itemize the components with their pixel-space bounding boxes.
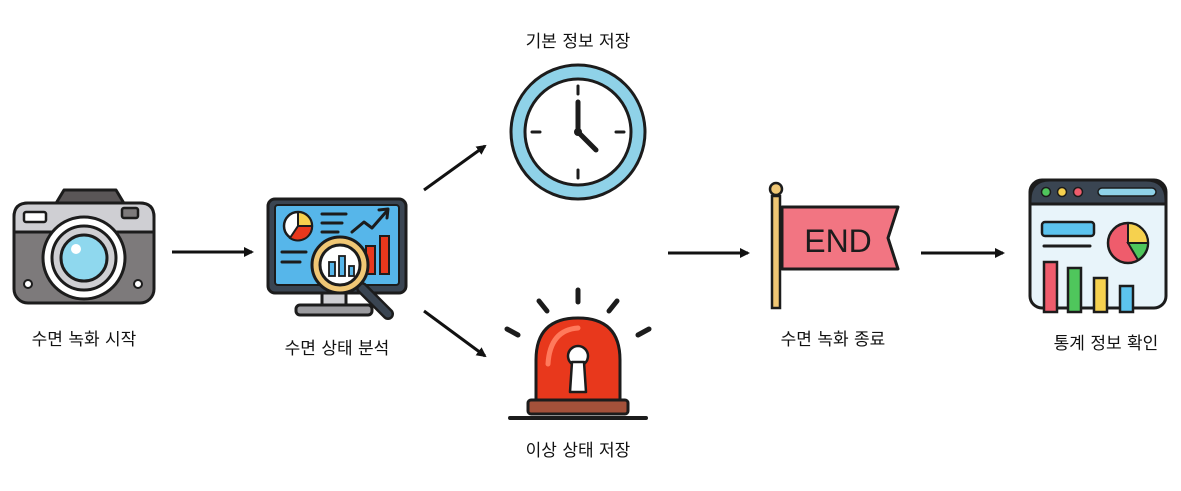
end-flag-icon: END	[768, 181, 900, 310]
arrow-analysis-to-abnormal	[423, 309, 487, 358]
arrow-analysis-to-basic	[423, 144, 487, 192]
flow-arrows	[172, 144, 1005, 358]
clock-icon	[509, 63, 647, 201]
camera-icon	[12, 188, 156, 305]
siren-icon	[504, 287, 652, 420]
label-end-recording: 수면 녹화 종료	[780, 330, 886, 350]
monitor-analysis-icon	[266, 197, 408, 320]
label-save-abnormal: 이상 상태 저장	[525, 441, 631, 461]
label-start-recording: 수면 녹화 시작	[31, 330, 137, 350]
end-flag-text: END	[804, 223, 872, 259]
label-analyze-sleep: 수면 상태 분석	[284, 339, 390, 359]
label-view-stats: 통계 정보 확인	[1053, 334, 1159, 354]
label-save-basic: 기본 정보 저장	[525, 32, 631, 52]
dashboard-icon	[1028, 178, 1168, 314]
